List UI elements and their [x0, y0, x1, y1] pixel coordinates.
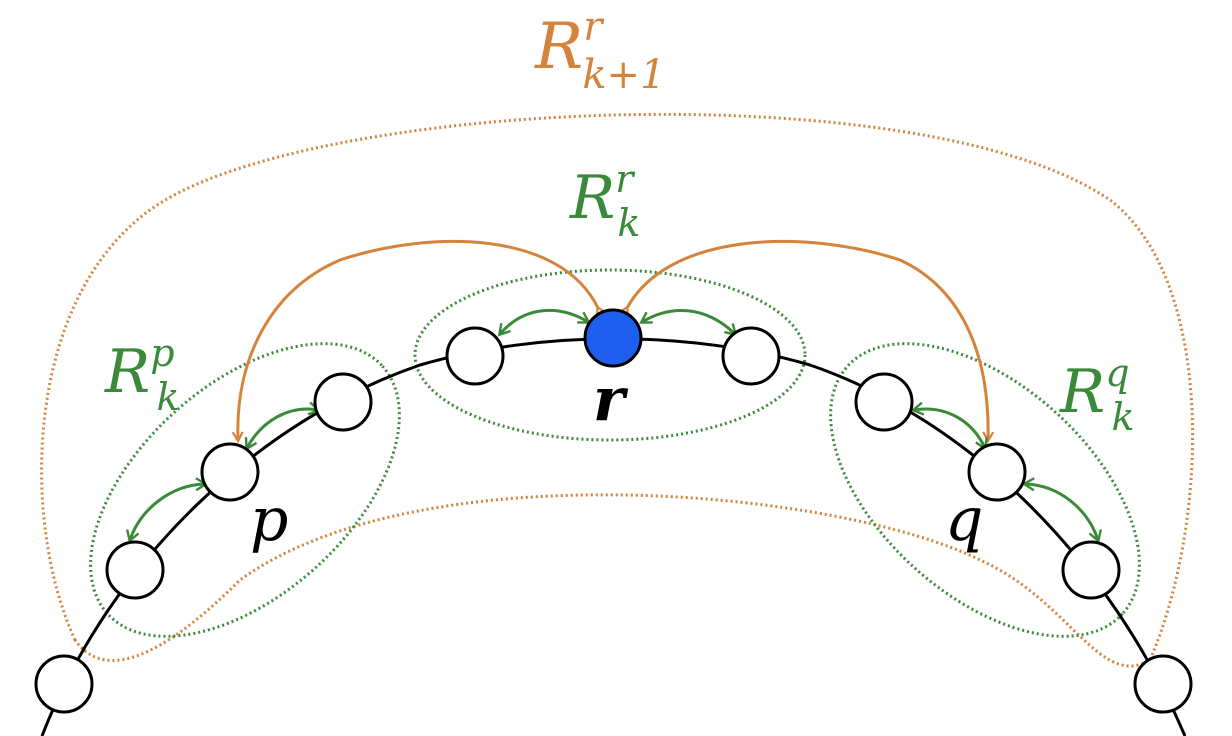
node-1 — [34, 654, 94, 714]
region-q-k — [829, 342, 1141, 638]
green-arrow-4 — [130, 484, 205, 540]
node-q — [967, 442, 1027, 502]
green-arrow-2 — [642, 308, 735, 334]
node-5 — [445, 326, 505, 386]
orange-arrow-r-to-p — [238, 239, 598, 440]
node-r — [583, 308, 643, 368]
green-arrow-1 — [500, 308, 588, 334]
node-11 — [1133, 654, 1193, 714]
node-10 — [1061, 540, 1121, 600]
label-node-p: p — [250, 485, 288, 555]
label-node-r: r — [593, 365, 629, 435]
node-2 — [105, 540, 165, 600]
green-arrow-5 — [914, 409, 985, 448]
node-p — [200, 442, 260, 502]
node-4 — [313, 372, 373, 432]
label-node-q: q — [945, 485, 983, 555]
orange-arrow-r-to-q — [627, 239, 988, 440]
region-r-k-plus-1 — [40, 112, 1195, 668]
node-7 — [721, 326, 781, 386]
green-arrow-6 — [1025, 484, 1098, 540]
node-8 — [854, 372, 914, 432]
green-arrow-3 — [247, 409, 318, 448]
